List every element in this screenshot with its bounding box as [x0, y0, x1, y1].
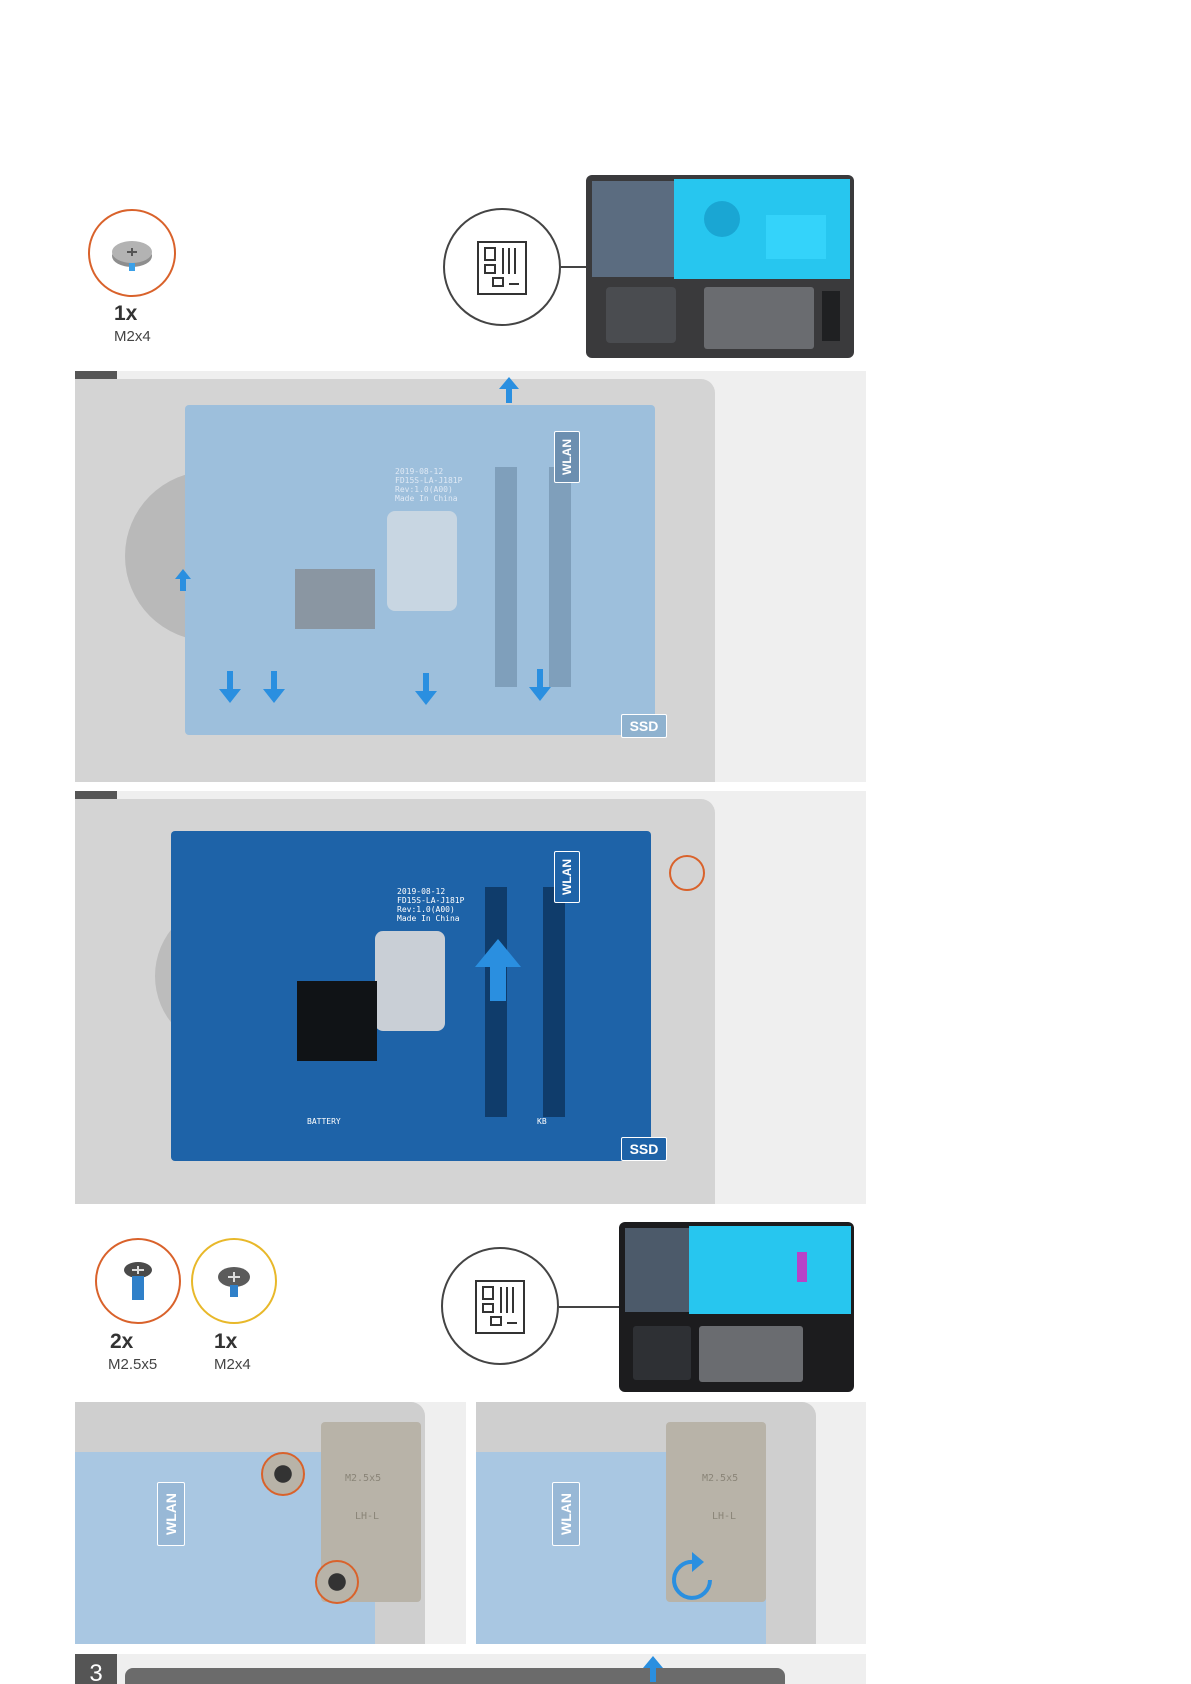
wlan-label: WLAN	[554, 851, 580, 903]
board-silkscreen: 2019-08-12 FD15S-LA-J181P Rev:1.0(A00) M…	[397, 887, 465, 923]
arrow-up-icon	[499, 377, 519, 403]
wlan-label: WLAN	[157, 1482, 185, 1546]
touchpad-area	[699, 1326, 803, 1382]
hinge-id-label: LH-L	[712, 1511, 737, 1522]
ssd-label: SSD	[621, 1137, 667, 1161]
screw-quantity: 1x	[214, 1330, 238, 1353]
screw-icon	[218, 1267, 250, 1297]
touchpad-area	[704, 287, 814, 349]
screw-callout-m2-5x5	[95, 1238, 181, 1324]
screw-callout-m2x4	[191, 1238, 277, 1324]
wlan-label: WLAN	[552, 1482, 580, 1546]
chassis-overview	[586, 175, 854, 358]
chassis-overview	[619, 1222, 854, 1392]
screw-icon	[112, 241, 152, 271]
motherboard-icon	[443, 208, 561, 326]
screw-size: M2x4	[214, 1356, 251, 1373]
ssd-label: SSD	[621, 714, 667, 738]
kb-connector-label: KB	[537, 1117, 547, 1126]
ssd-text: SSD	[629, 718, 659, 734]
arrow-down-icon	[219, 671, 241, 703]
hdd-area	[606, 287, 676, 343]
arrow-up-icon	[175, 569, 191, 591]
arrow-down-icon	[263, 671, 285, 703]
screw-quantity: 2x	[110, 1330, 134, 1353]
arrow-down-icon	[529, 669, 551, 701]
screw-size: M2.5x5	[108, 1356, 158, 1373]
hinge-screw-label: M2.5x5	[345, 1473, 382, 1484]
hinge-step-panel-2: 2 WLAN M2.5x5 LH-L	[476, 1402, 866, 1644]
screw-size: M2x4	[114, 328, 151, 345]
wlan-label: WLAN	[554, 431, 580, 483]
hinge-step-panel-1: 1 WLAN M2.5x5 LH-L	[75, 1402, 466, 1644]
wlan-text: WLAN	[163, 1493, 179, 1535]
wlan-text: WLAN	[558, 1493, 574, 1535]
screw-location	[315, 1560, 359, 1604]
hinge-screw-label: M2.5x5	[702, 1473, 739, 1484]
left-panel	[625, 1228, 689, 1312]
system-board-highlight	[689, 1226, 851, 1314]
arrow-up-icon	[475, 939, 521, 1001]
battery-connector-label: BATTERY	[307, 1117, 341, 1126]
arrow-up-icon	[643, 1656, 663, 1682]
board-silkscreen: 2019-08-12 FD15S-LA-J181P Rev:1.0(A00) M…	[395, 467, 463, 503]
screw-location	[261, 1452, 305, 1496]
step-number: 3	[75, 1654, 117, 1684]
screw-icon	[124, 1262, 152, 1300]
screw-quantity: 1x	[114, 302, 138, 325]
ssd-text: SSD	[629, 1141, 659, 1157]
arrow-down-icon	[415, 673, 437, 705]
rotate-arrow-icon	[672, 1552, 712, 1600]
wlan-text: WLAN	[560, 859, 574, 895]
screw-location	[669, 855, 705, 891]
left-panel	[592, 181, 674, 277]
step-panel-2: 2 WLAN SSD 2019-08-12 FD15S-LA-J181P Rev…	[75, 791, 866, 1204]
motherboard-icon	[441, 1247, 559, 1365]
screw-callout-m2x4	[88, 209, 176, 297]
step-panel-1: 1 WLAN SSD 2019-08-12 FD15S-LA-J181P Rev…	[75, 371, 866, 782]
hinge-step-panel-3: 3	[75, 1654, 866, 1684]
wlan-text: WLAN	[560, 439, 574, 475]
hinge-id-label: LH-L	[355, 1511, 380, 1522]
hinge-bracket	[666, 1422, 766, 1602]
